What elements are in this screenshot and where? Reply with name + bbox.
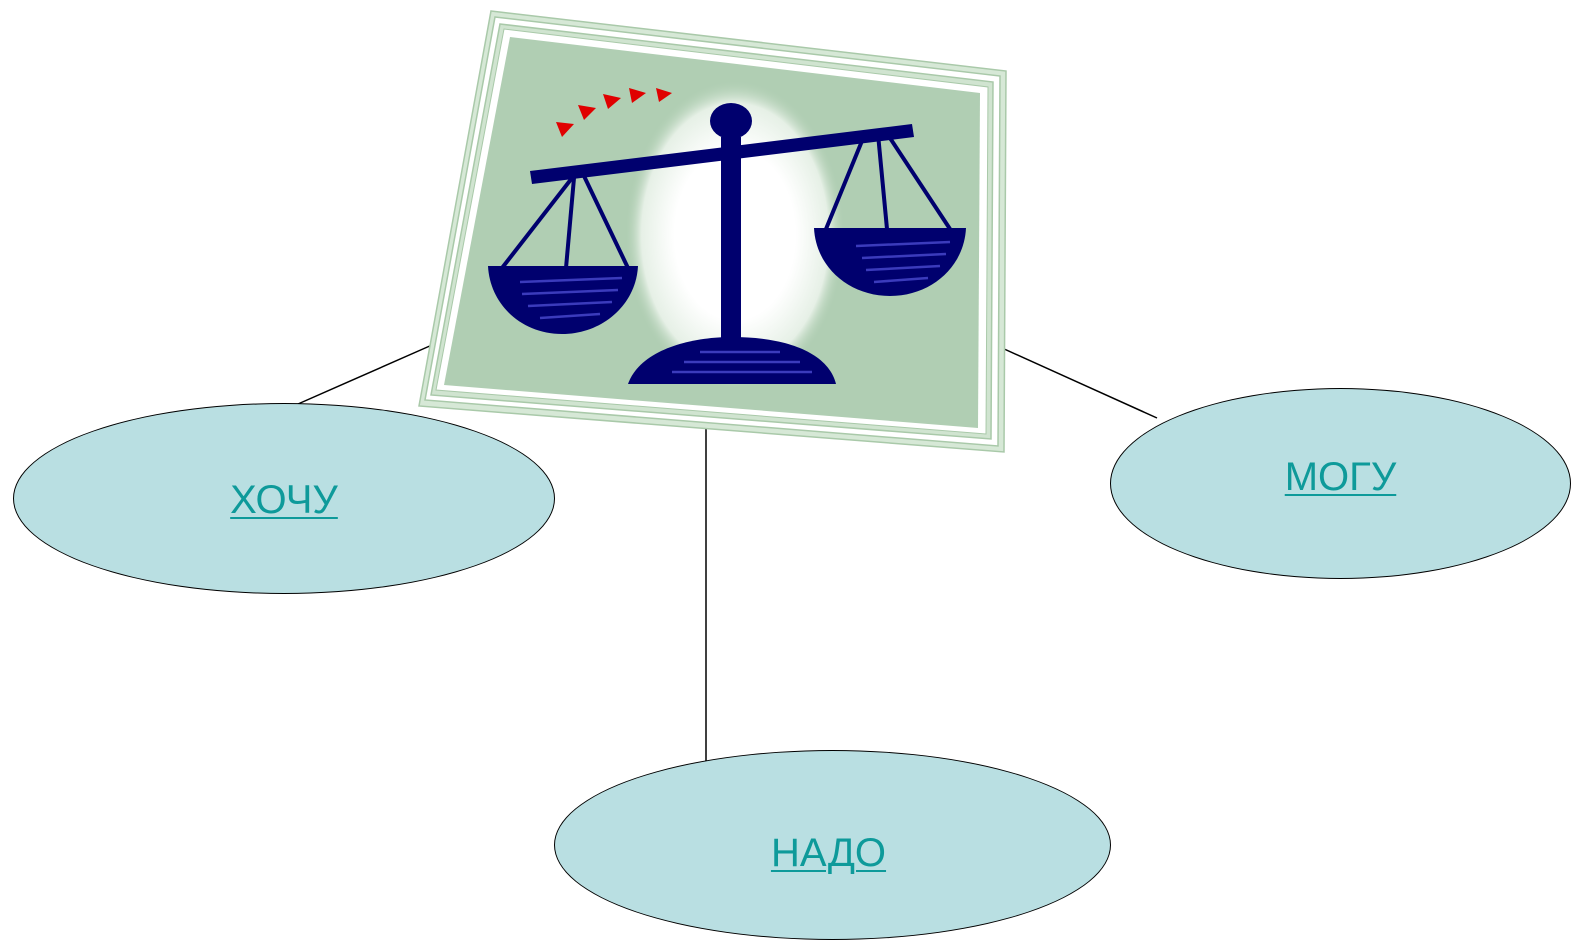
node-mogu-link[interactable]: МОГУ — [1284, 455, 1397, 499]
connector-line-hochu — [297, 344, 433, 405]
node-nado-link[interactable]: НАДО — [770, 830, 887, 875]
node-hochu-link[interactable]: ХОЧУ — [230, 478, 338, 522]
balance-scale-icon — [488, 103, 966, 384]
node-nado[interactable]: НАДО — [554, 750, 1111, 940]
node-mogu[interactable]: МОГУ — [1110, 388, 1571, 579]
node-hochu[interactable]: ХОЧУ — [13, 403, 555, 594]
connector-line-mogu — [1001, 347, 1158, 419]
red-arrows-icon — [556, 88, 672, 137]
scales-clipart-icon — [418, 10, 1007, 453]
